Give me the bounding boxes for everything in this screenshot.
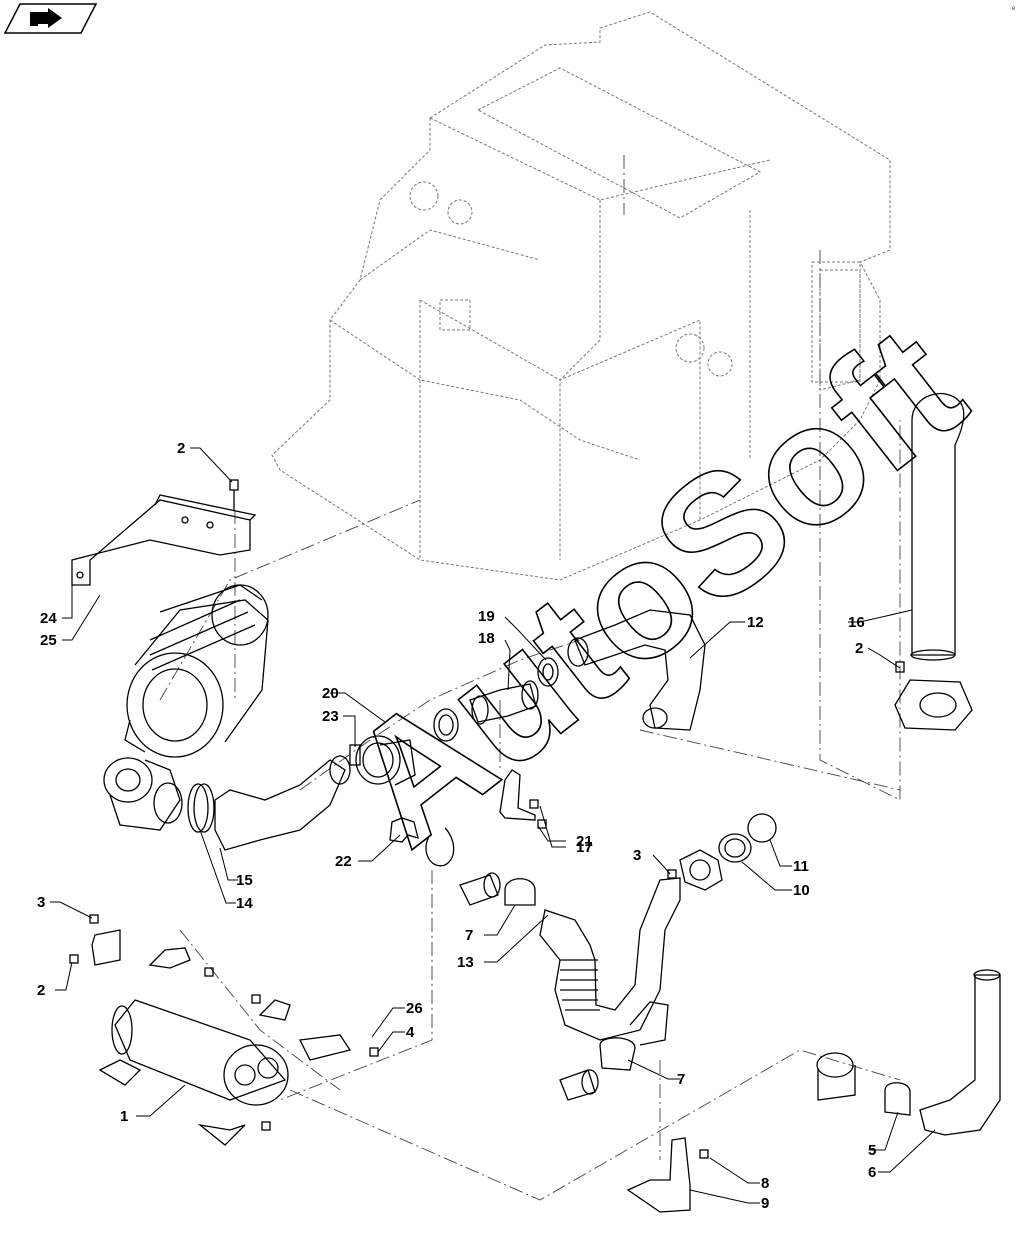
pipe-flange [667, 813, 777, 891]
corner-mark: e [1012, 6, 1016, 12]
band-clamp [349, 735, 416, 786]
callout-21: 21 [576, 833, 593, 850]
callout-23: 23 [322, 708, 339, 725]
hose-clamp [187, 783, 215, 833]
callout-2: 2 [855, 640, 863, 657]
muffler [111, 999, 289, 1106]
callout-3: 3 [37, 894, 45, 911]
callout-25: 25 [40, 632, 57, 649]
watermark-text: AutoSoft [314, 290, 996, 881]
air-cleaner-canister [124, 584, 269, 758]
callout-labels: 1 2 2 2 3 3 4 5 6 7 7 8 9 10 11 12 13 14… [37, 440, 876, 1212]
mounting-plate [626, 1137, 709, 1213]
callout-19: 19 [478, 608, 495, 625]
callout-18: 18 [478, 630, 495, 647]
callout-20: 20 [322, 685, 339, 702]
support-bracket [499, 769, 547, 829]
callout-26: 26 [406, 1000, 423, 1017]
callout-5: 5 [868, 1142, 876, 1159]
pipe-clamp [459, 872, 636, 1101]
air-intake-elbow [103, 757, 183, 831]
callout-2: 2 [177, 440, 185, 457]
callout-22: 22 [335, 853, 352, 870]
callout-16: 16 [848, 614, 865, 631]
callout-3: 3 [633, 847, 641, 864]
callout-12: 12 [747, 614, 764, 631]
exhaust-pipe-bend [567, 609, 706, 731]
callout-6: 6 [868, 1164, 876, 1181]
callout-11: 11 [793, 858, 809, 875]
callout-9: 9 [761, 1195, 769, 1212]
air-cleaner-bracket [71, 494, 257, 586]
callout-7: 7 [465, 927, 473, 944]
mounting-clamp [389, 817, 455, 867]
callout-2: 2 [37, 982, 45, 999]
flex-exhaust-pipe [539, 877, 681, 1046]
assembly-centerlines [159, 155, 901, 1201]
callout-14: 14 [236, 895, 253, 912]
muffler-bracket [69, 914, 379, 1146]
bolt-icon [229, 479, 239, 510]
leader-lines [50, 447, 936, 1204]
callout-13: 13 [457, 954, 474, 971]
coupling-clamp [433, 657, 559, 742]
callout-7: 7 [677, 1071, 685, 1088]
callout-15: 15 [236, 872, 253, 889]
callout-4: 4 [406, 1024, 415, 1041]
callout-1: 1 [120, 1108, 128, 1125]
callout-17: 17 [576, 839, 593, 856]
exhaust-stack [894, 393, 973, 731]
callout-8: 8 [761, 1175, 769, 1192]
callout-24: 24 [40, 610, 57, 627]
navigation-arrow-icon[interactable] [3, 3, 98, 34]
callout-10: 10 [793, 882, 810, 899]
tailpipe [816, 969, 1001, 1136]
intake-hose [214, 755, 351, 851]
